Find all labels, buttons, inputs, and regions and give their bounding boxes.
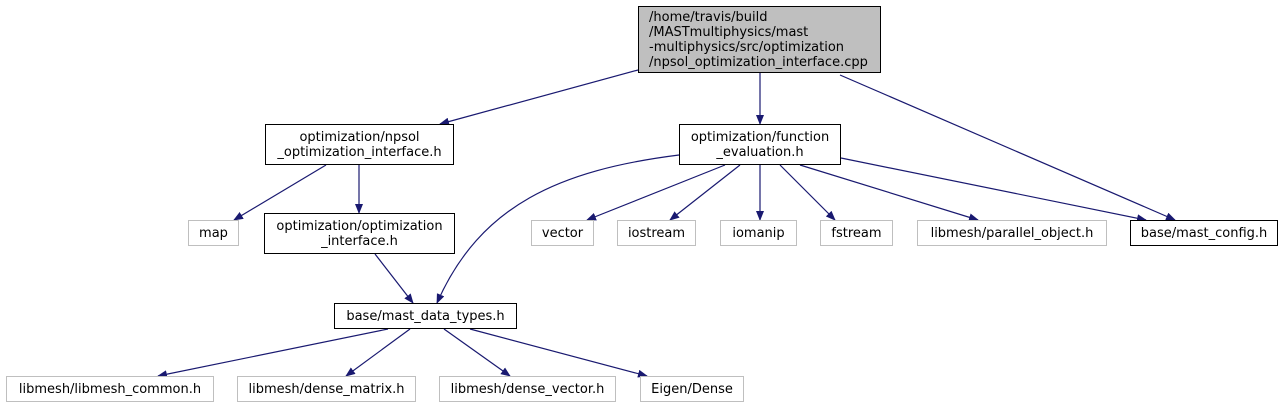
edge-data-types-to-dense-matrix: [345, 328, 411, 377]
node-dense-matrix-h: libmesh/dense_matrix.h: [237, 376, 416, 402]
node-libmesh-common-h: libmesh/libmesh_common.h: [6, 376, 214, 402]
edge-data-types-to-dense-vector: [443, 328, 511, 377]
node-parallel-object-h: libmesh/parallel_object.h: [917, 220, 1107, 246]
edge-funceval-to-mast-data-types: [436, 154, 680, 304]
node-map: map: [188, 220, 239, 246]
edge-data-types-to-eigen-dense: [469, 328, 648, 378]
node-vector: vector: [531, 220, 594, 246]
edges: [157, 69, 1176, 379]
edge-funceval-to-iostream: [669, 164, 741, 221]
edge-optiface-to-mast-data-types: [374, 253, 414, 304]
node-eigen-dense: Eigen/Dense: [640, 376, 744, 402]
node-npsol-optimization-interface-cpp: /home/travis/build /MASTmultiphysics/mas…: [638, 6, 881, 73]
node-fstream: fstream: [820, 220, 893, 246]
node-iomanip: iomanip: [720, 220, 797, 246]
edge-funceval-to-parallel-object: [799, 164, 979, 222]
edge-funceval-to-vector: [586, 164, 726, 221]
edge-root-to-mast-config: [839, 74, 1176, 221]
node-function-evaluation-h[interactable]: optimization/function _evaluation.h: [679, 124, 841, 165]
node-mast-config-h[interactable]: base/mast_config.h: [1130, 220, 1278, 246]
edge-npsol-to-map: [233, 164, 327, 221]
edge-root-to-npsol-h: [439, 69, 639, 126]
edge-data-types-to-libmesh-common: [157, 328, 389, 379]
node-mast-data-types-h[interactable]: base/mast_data_types.h: [334, 303, 517, 329]
node-dense-vector-h: libmesh/dense_vector.h: [439, 376, 616, 402]
edge-funceval-to-fstream: [779, 164, 836, 221]
edge-funceval-to-mast-config: [840, 157, 1147, 223]
node-iostream: iostream: [617, 220, 696, 246]
node-optimization-interface-h[interactable]: optimization/optimization _interface.h: [264, 213, 455, 254]
node-npsol-optimization-interface-h[interactable]: optimization/npsol _optimization_interfa…: [265, 124, 454, 165]
